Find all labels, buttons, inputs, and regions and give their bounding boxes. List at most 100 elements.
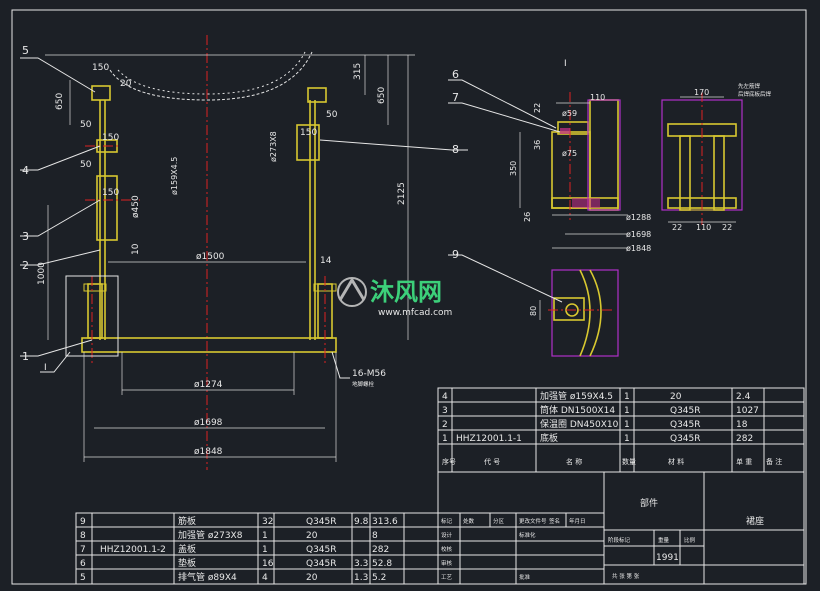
sec-dim-350: 350	[509, 161, 518, 176]
parts-left-unit: 3.3	[354, 559, 368, 569]
section-profile	[587, 99, 621, 211]
sec-dim-1848: ø1848	[626, 244, 651, 253]
tb-col-2: 更改文件号	[519, 517, 547, 525]
leader-detail-i	[40, 351, 71, 373]
parts-left-qty: 1	[262, 531, 268, 541]
dim-150-a: 150	[102, 133, 119, 143]
parts-left-material: Q345R	[306, 545, 337, 555]
parts-left-no: 5	[80, 573, 86, 583]
annotations: 5 6 7 8 4 3 2 1 9 I I 150 20 650 50 150 …	[22, 44, 782, 581]
tb-approve: 批准	[519, 573, 531, 581]
parts-right-weight: 2.4	[736, 392, 751, 402]
parts-right-name: 保温圈 DN450X10	[540, 418, 619, 430]
dim-20: 20	[120, 79, 132, 89]
tb-row-0: 标记	[441, 517, 453, 525]
tb-row-3: 审核	[441, 559, 453, 567]
callout-1: 1	[22, 350, 29, 363]
parts-right-weight: 282	[736, 434, 753, 444]
parts-left-name: 排气管 ø89X4	[178, 571, 237, 583]
dim-1698: ø1698	[194, 418, 223, 428]
dim-50-b: 50	[80, 160, 92, 170]
dim-650-right: 650	[377, 87, 387, 104]
parts-right-material: Q345R	[670, 406, 701, 416]
chair-left-top	[83, 283, 107, 292]
parts-left-qty: 16	[262, 559, 274, 569]
tb-col-4: 年月日	[569, 517, 586, 525]
tb-col-0: 处数	[463, 517, 475, 525]
sec-dim-1288: ø1288	[626, 213, 651, 222]
parts-right-name: 底板	[540, 432, 558, 444]
leader-1	[20, 339, 93, 357]
sec-dim-26: 26	[523, 212, 532, 222]
detail9-plate	[553, 297, 585, 321]
parts-left-qty: 32	[262, 517, 273, 527]
parts-right-weight: 18	[736, 420, 748, 430]
base-ring	[81, 337, 337, 353]
parts-left-qty: 1	[262, 545, 268, 555]
hdr-material: 材 料	[668, 457, 684, 466]
hdr-code: 代 号	[484, 457, 500, 466]
watermark-url: www.mfcad.com	[378, 308, 452, 318]
leader-3	[20, 199, 101, 237]
leader-9	[448, 254, 563, 303]
parts-left-name: 垫板	[178, 557, 196, 569]
parts-left-name: 加强管 ø273X8	[178, 529, 243, 541]
parts-left-name: 筋板	[178, 515, 196, 527]
parts-left-no: 6	[80, 559, 86, 569]
parts-right-material: Q345R	[670, 434, 701, 444]
callout-7: 7	[452, 91, 459, 104]
leader-2	[20, 249, 101, 266]
dim-150-b: 150	[102, 188, 119, 198]
parts-left-material: 20	[306, 573, 318, 583]
parts-right-material: Q345R	[670, 420, 701, 430]
parts-left-material: 20	[306, 531, 318, 541]
side-dim-170: 170	[694, 88, 709, 97]
side-dim-110: 110	[696, 223, 711, 232]
leader-bolt	[331, 351, 350, 379]
dim-2125: 2125	[397, 182, 407, 205]
dim-315: 315	[353, 63, 363, 80]
side-rib-right	[713, 135, 725, 211]
parts-right-qty: 1	[624, 420, 630, 430]
side-note-1: 先左筋焊	[738, 82, 761, 90]
dim-1274: ø1274	[194, 380, 223, 390]
section-plate	[551, 131, 591, 209]
dim-650-left: 650	[55, 93, 65, 110]
vent-pipe-left	[91, 85, 111, 101]
detail9-frame	[551, 269, 619, 357]
parts-right-no: 3	[442, 406, 448, 416]
parts-right-no: 2	[442, 420, 448, 430]
dim-10: 10	[131, 243, 141, 255]
parts-left-qty: 4	[262, 573, 268, 583]
parts-right-code: HHZ12001.1-1	[456, 434, 522, 444]
section-label: I	[564, 59, 567, 69]
side-view	[661, 92, 743, 225]
tb-weight: 1991	[656, 553, 679, 563]
detail9-arc-inner	[579, 269, 591, 357]
parts-left-unit: 9.8	[354, 517, 369, 527]
dim-50-c: 50	[326, 110, 338, 120]
parts-right-qty: 1	[624, 392, 630, 402]
title-block	[437, 471, 805, 585]
dim-150-top: 150	[92, 63, 109, 73]
tb-wt-label: 重量	[658, 536, 670, 544]
parts-left-no: 9	[80, 517, 86, 527]
tb-drawing-title: 裙座	[746, 515, 764, 527]
tb-part-name: 部件	[640, 497, 658, 509]
callout-9: 9	[452, 248, 459, 261]
weld-hatch	[572, 198, 600, 208]
parts-left-total: 282	[372, 545, 389, 555]
sec-dim-1698: ø1698	[626, 230, 651, 239]
pl-border	[75, 512, 439, 585]
tb-stage: 阶段标记	[608, 536, 631, 544]
section-view	[519, 92, 628, 249]
parts-right-material: 20	[670, 392, 682, 402]
callout-5: 5	[22, 44, 29, 57]
callout-4: 4	[22, 164, 29, 177]
tb-std: 标准化	[519, 531, 536, 539]
leader-4	[20, 145, 101, 171]
